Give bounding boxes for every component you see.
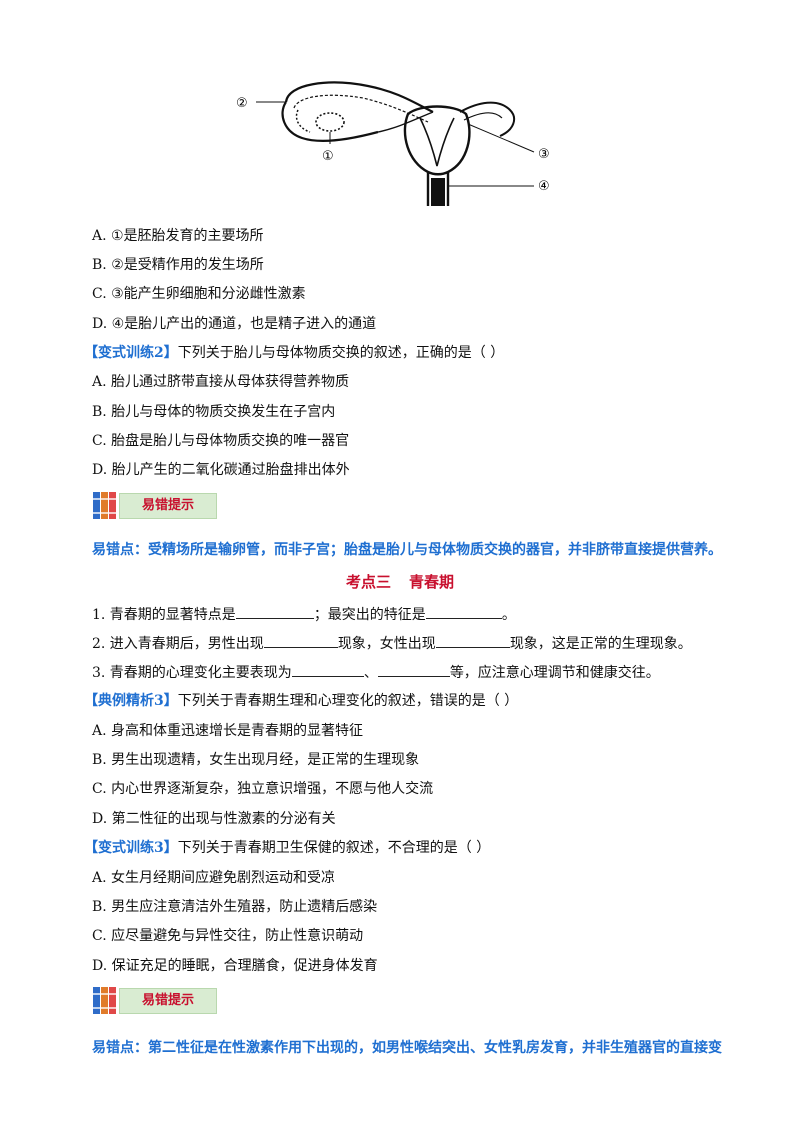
answer-blank [435, 633, 510, 648]
variant3-stem: 下列关于青春期卫生保健的叙述，不合理的是（ ） [177, 840, 491, 856]
variant3-tag: 【变式训练3】 [84, 840, 178, 856]
error-tip-banner: 易错提示 [92, 490, 218, 520]
answer-blank [425, 604, 502, 619]
example3-stem: 下列关于青春期生理和心理变化的叙述，错误的是（ ） [177, 693, 519, 709]
example3-option-a: A. 身高和体重迅速增长是青春期的显著特征 [92, 723, 364, 739]
variant3-option-b: B. 男生应注意清洁外生殖器，防止遗精后感染 [92, 899, 378, 915]
fill-question-2: 2. 进入青春期后，男性出现现象，女性出现现象，这是正常的生理现象。 [92, 633, 692, 654]
uterus-diagram: ② ① ③ ④ [236, 81, 550, 206]
variant3-option-c: C. 应尽量避免与异性交往，防止性意识萌动 [92, 928, 364, 944]
section-number: 考点三 [345, 573, 391, 591]
variant2-stem: 下列关于胎儿与母体物质交换的叙述，正确的是（ ） [177, 345, 505, 361]
fill-question-3: 3. 青春期的心理变化主要表现为、等，应注意心理调节和健康交往。 [92, 662, 660, 683]
variant2-option-c: C. 胎盘是胎儿与母体物质交换的唯一器官 [92, 433, 350, 449]
variant3-question: 【变式训练3】下列关于青春期卫生保健的叙述，不合理的是（ ） [84, 838, 490, 858]
answer-blank [291, 662, 364, 677]
q1-option-b: B. ②是受精作用的发生场所 [92, 257, 264, 273]
error-tip-banner: 易错提示 [92, 985, 218, 1015]
books-icon [93, 492, 116, 519]
error-tip-text-1: 易错点：受精场所是输卵管，而非子宫；胎盘是胎儿与母体物质交换的器官，并非脐带直接… [92, 542, 722, 558]
answer-blank [377, 662, 450, 677]
error-tip-label: 易错提示 [119, 988, 217, 1014]
example3-question: 【典例精析3】下列关于青春期生理和心理变化的叙述，错误的是（ ） [84, 691, 518, 711]
example3-option-d: D. 第二性征的出现与性激素的分泌有关 [92, 811, 336, 827]
label-1: ① [322, 149, 334, 164]
label-3: ③ [538, 147, 550, 162]
variant2-option-a: A. 胎儿通过脐带直接从母体获得营养物质 [92, 374, 350, 390]
section-name: 青春期 [409, 573, 455, 591]
example3-tag: 【典例精析3】 [84, 693, 178, 709]
variant2-tag: 【变式训练2】 [84, 345, 178, 361]
error-tip-text-2: 易错点：第二性征是在性激素作用下出现的，如男性喉结突出、女性乳房发育，并非生殖器… [92, 1040, 722, 1056]
variant3-option-d: D. 保证充足的睡眠，合理膳食，促进身体发育 [92, 958, 378, 974]
section-title: 考点三青春期 [0, 572, 800, 592]
label-2: ② [236, 96, 248, 111]
error-tip-label: 易错提示 [119, 493, 217, 519]
variant3-option-a: A. 女生月经期间应避免剧烈运动和受凉 [92, 870, 336, 886]
fill-question-1: 1. 青春期的显著特点是；最突出的特征是。 [92, 604, 516, 625]
answer-blank [263, 633, 338, 648]
variant2-option-b: B. 胎儿与母体的物质交换发生在子宫内 [92, 404, 336, 420]
q1-option-c: C. ③能产生卵细胞和分泌雌性激素 [92, 286, 306, 302]
q1-option-d: D. ④是胎儿产出的通道，也是精子进入的通道 [92, 316, 377, 332]
example3-option-c: C. 内心世界逐渐复杂，独立意识增强，不愿与他人交流 [92, 781, 434, 797]
label-4: ④ [538, 179, 550, 194]
answer-blank [235, 604, 314, 619]
books-icon [93, 987, 116, 1014]
variant2-option-d: D. 胎儿产生的二氧化碳通过胎盘排出体外 [92, 462, 350, 478]
example3-option-b: B. 男生出现遗精，女生出现月经，是正常的生理现象 [92, 752, 420, 768]
variant2-question: 【变式训练2】下列关于胎儿与母体物质交换的叙述，正确的是（ ） [84, 343, 504, 363]
q1-option-a: A. ①是胚胎发育的主要场所 [92, 228, 264, 244]
